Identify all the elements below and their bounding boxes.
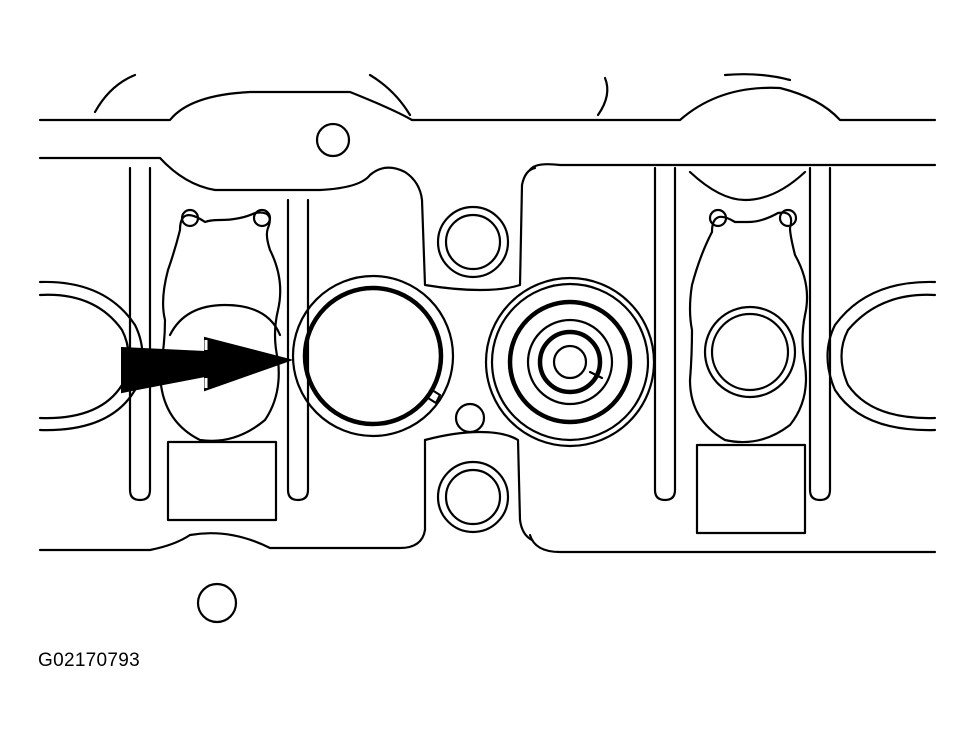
top-flange-outline	[38, 86, 937, 202]
left-valve-pocket	[128, 166, 310, 522]
central-bridge	[420, 166, 537, 542]
figure-id-label: G02170793	[38, 650, 141, 671]
left-valve-label-block	[166, 440, 278, 522]
right-valve-pocket	[653, 166, 832, 535]
top-bolt-hole	[315, 122, 351, 158]
bolt-holes	[196, 122, 486, 624]
center-cylinder-bore	[484, 276, 656, 448]
upper-background-arcs	[93, 73, 792, 117]
bottom-flange-outline	[38, 528, 937, 554]
dowel-holes	[436, 205, 510, 534]
indicator-arrow-icon	[121, 336, 294, 394]
target-cylinder-bore	[291, 274, 455, 438]
bottom-bolt-hole	[196, 582, 238, 624]
right-edge-cylinder	[826, 280, 937, 432]
center-bolt-hole	[454, 402, 486, 434]
right-valve-label-block	[695, 443, 807, 535]
